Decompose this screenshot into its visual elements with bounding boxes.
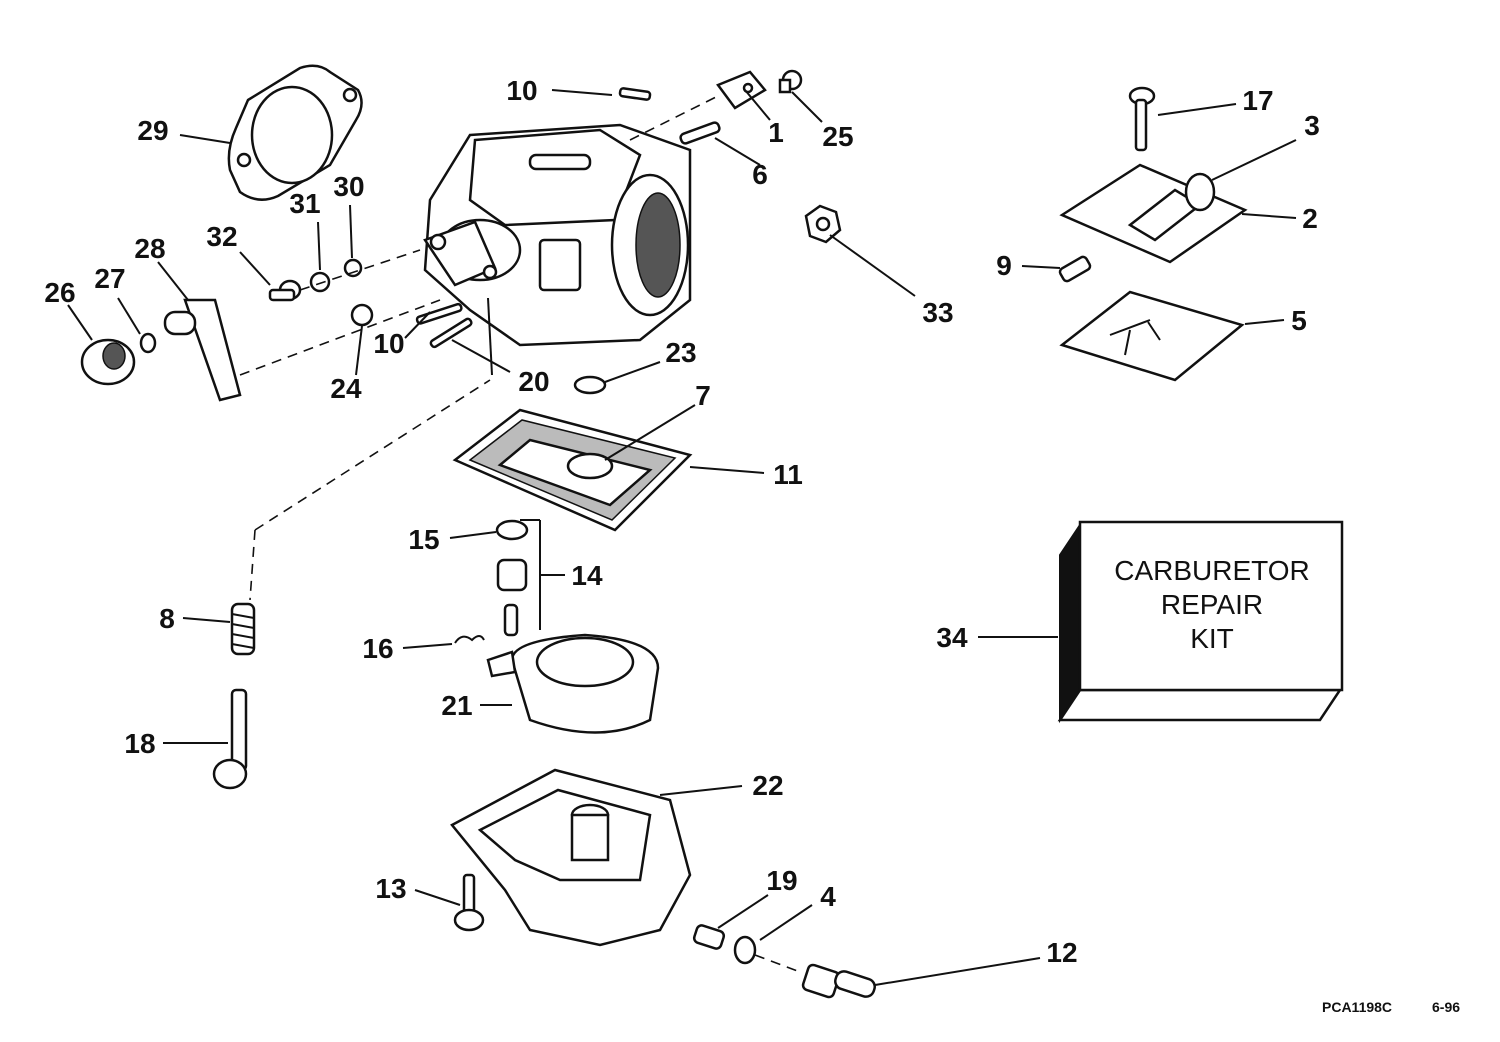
- callout-30: 30: [333, 171, 364, 202]
- callout-32: 32: [206, 221, 237, 252]
- drawing-date: 6-96: [1432, 999, 1460, 1015]
- part-stud: [679, 121, 721, 145]
- part-bowl-screw: [453, 873, 485, 932]
- leader-lines: [67, 89, 1297, 986]
- callout-34: 34: [936, 622, 968, 653]
- callout-26: 26: [44, 277, 75, 308]
- part-bushing: [80, 338, 136, 386]
- callout-2: 2: [1302, 203, 1318, 234]
- repair-kit-box: [1057, 520, 1344, 724]
- part-plug: [573, 375, 607, 395]
- part-inlet-needle: [496, 558, 528, 637]
- part-fitting: [1058, 255, 1092, 283]
- part-pin-10: [415, 302, 463, 325]
- part-float-bowl: [450, 768, 692, 947]
- callout-24: 24: [330, 373, 362, 404]
- callout-8: 8: [159, 603, 175, 634]
- callout-15: 15: [408, 524, 439, 555]
- part-ring: [139, 332, 157, 354]
- part-fuel-fitting: [801, 963, 876, 999]
- callout-23: 23: [665, 337, 696, 368]
- assembly-line: [299, 249, 421, 291]
- callout-31: 31: [289, 188, 320, 219]
- callout-6: 6: [752, 159, 768, 190]
- callout-16: 16: [362, 633, 393, 664]
- part-washer-24: [350, 303, 374, 327]
- part-pump-diaphragm: [1059, 290, 1245, 382]
- callout-11: 11: [773, 459, 803, 490]
- callout-33: 33: [922, 297, 953, 328]
- callout-10-top: 10: [506, 75, 537, 106]
- part-bracket: [716, 70, 767, 110]
- part-drain-washer: [733, 935, 757, 965]
- callout-22: 22: [752, 770, 783, 801]
- callout-18: 18: [124, 728, 155, 759]
- part-small-screw: [778, 69, 803, 94]
- callout-4: 4: [820, 881, 836, 912]
- callout-20: 20: [518, 366, 549, 397]
- callout-27: 27: [94, 263, 125, 294]
- assembly-line: [249, 529, 256, 601]
- part-washer: [309, 271, 331, 293]
- part-lockwasher: [343, 258, 363, 278]
- callout-19: 19: [766, 865, 797, 896]
- callout-5: 5: [1291, 305, 1307, 336]
- part-fuel-pump-cover: [1059, 163, 1248, 264]
- part-needle-washer: [495, 519, 529, 541]
- callout-29: 29: [137, 115, 168, 146]
- part-carburetor-body: [423, 123, 692, 347]
- callout-1: 1: [768, 117, 784, 148]
- kit-label-line2: REPAIR: [1161, 589, 1263, 620]
- callout-25: 25: [822, 121, 853, 152]
- part-main-jet: [566, 452, 614, 480]
- part-idle-spring: [230, 602, 256, 656]
- callout-13: 13: [375, 873, 406, 904]
- nut-hole: [815, 216, 831, 232]
- callout-21: 21: [441, 690, 472, 721]
- assembly-line: [239, 299, 441, 376]
- part-float: [486, 633, 660, 734]
- kit-label-line3: KIT: [1190, 623, 1234, 654]
- callout-12: 12: [1046, 937, 1077, 968]
- callout-28: 28: [134, 233, 165, 264]
- drawing-code: PCA1198C: [1322, 999, 1392, 1015]
- part-cover-screw: [1128, 86, 1156, 152]
- part-flange-gasket: [227, 64, 363, 201]
- assembly-line: [754, 954, 801, 973]
- part-idle-needle: [212, 688, 248, 790]
- part-clip: [454, 635, 485, 644]
- part-pin-top: [618, 87, 652, 101]
- callout-14: 14: [571, 560, 603, 591]
- kit-label-line1: CARBURETOR: [1114, 555, 1310, 586]
- callout-17: 17: [1242, 85, 1273, 116]
- part-throttle-lever: [163, 298, 242, 402]
- callout-10-mid: 10: [373, 328, 404, 359]
- callout-9: 9: [996, 250, 1012, 281]
- callout-3: 3: [1304, 110, 1320, 141]
- part-pin-20: [429, 317, 473, 349]
- part-drain-fitting: [692, 924, 726, 950]
- assembly-line: [254, 379, 491, 531]
- part-screw-32: [268, 279, 302, 302]
- callout-7: 7: [695, 380, 711, 411]
